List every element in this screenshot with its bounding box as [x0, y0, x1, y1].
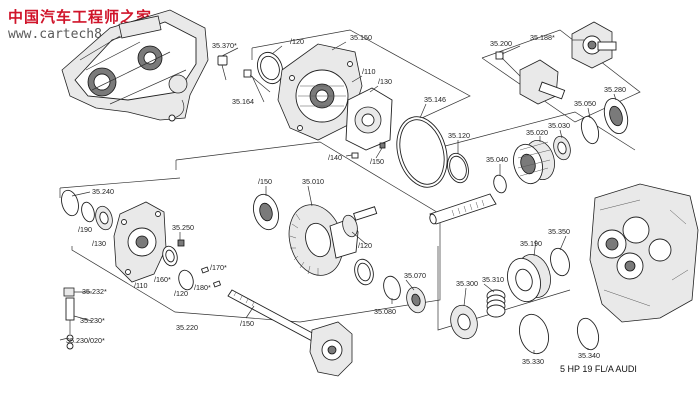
label-35030: 35.030: [548, 121, 570, 130]
group-outline-gearset: [429, 111, 636, 331]
label-130-top: /130: [378, 77, 392, 86]
label-35330: 35.330: [522, 357, 544, 366]
part-labels: 35.370* /120 35.150 /110 /130 35.164 35.…: [66, 33, 637, 374]
seal-35070-ring: [354, 258, 374, 286]
seal-35070: [406, 286, 426, 314]
pin-140: [351, 152, 359, 159]
label-35164: 35.164: [232, 97, 254, 106]
seal-35280: [603, 97, 629, 135]
label-150-top: /150: [370, 157, 384, 166]
gearbox-case-right: [589, 183, 699, 323]
label-110-left: /110: [134, 281, 147, 290]
label-35050: 35.050: [574, 99, 596, 108]
group-outline-shaft: [71, 246, 301, 323]
seal-ring-120-top: [257, 51, 283, 85]
group-outline-left: [59, 177, 181, 198]
label-35340: 35.340: [578, 351, 600, 360]
label-35080: 35.080: [374, 307, 396, 316]
snap-ring-35330: [519, 313, 549, 355]
input-shaft: [429, 193, 497, 225]
gear-35300: [450, 304, 478, 340]
leader-lines: [59, 39, 617, 354]
screw-170: [200, 266, 210, 274]
ring-35050: [580, 115, 600, 145]
label-35250: 35.250: [172, 223, 194, 232]
label-180: /180*: [194, 283, 211, 292]
ring-35240: [61, 189, 79, 217]
bearing-35020: [513, 139, 555, 185]
label-35120: 35.120: [448, 131, 470, 140]
label-110-top: /110: [362, 67, 375, 76]
label-35010: 35.010: [302, 177, 324, 186]
label-170: /170*: [210, 263, 227, 272]
screw-150-top: [379, 142, 386, 149]
sensor-35230: [63, 287, 75, 350]
label-35020: 35.020: [526, 128, 548, 137]
label-120-left: /120: [174, 289, 188, 298]
label-35230-020: 35.230/020*: [66, 336, 105, 345]
washer-35040: [493, 174, 507, 194]
bearing-130-left: [95, 205, 113, 231]
label-35370: 35.370*: [212, 41, 237, 50]
label-35240: 35.240: [92, 187, 114, 196]
bolt-35370: [217, 55, 228, 81]
watermark-title: 中国汽车工程师之家: [8, 8, 153, 26]
label-35188: 35.188*: [530, 33, 555, 42]
seal-150-diff: [252, 193, 280, 231]
flange-shaft-35200: [519, 59, 566, 105]
ring-35080: [383, 275, 401, 301]
ring-35120: [447, 152, 469, 184]
label-35280: 35.280: [604, 85, 626, 94]
label-120-top: /120: [290, 37, 304, 46]
label-35230: 35.230*: [80, 316, 105, 325]
label-35232: 35.232*: [82, 287, 107, 296]
transmission-assembly-image: [61, 9, 209, 122]
label-140: /140: [328, 153, 342, 162]
drive-shaft-35220: [227, 289, 353, 377]
transmission-cover-35150: [277, 43, 363, 141]
label-35190: 35.190: [520, 239, 542, 248]
bolt-35164: [243, 69, 271, 93]
ring-120-left: [178, 269, 194, 291]
label-160: /160*: [154, 275, 171, 284]
label-35200: 35.200: [490, 39, 512, 48]
label-35146: 35.146: [424, 95, 446, 104]
snap-ring-35340: [576, 317, 600, 351]
output-flange-35188: [571, 21, 617, 69]
label-35220: 35.220: [176, 323, 198, 332]
label-35070: 35.070: [404, 271, 426, 280]
seal-190: [81, 201, 95, 223]
label-35040: 35.040: [486, 155, 508, 164]
label-35310: 35.310: [482, 275, 504, 284]
large-seal-ring-35146: [396, 116, 448, 188]
bearing-35030: [553, 135, 571, 161]
label-130-left: /130: [92, 239, 106, 248]
seal-160: [162, 245, 178, 267]
bearing-plate-130: [345, 87, 393, 151]
label-190: /190: [78, 225, 92, 234]
bolt-35250: [177, 239, 185, 247]
label-150-diff: /150: [258, 177, 272, 186]
screw-180: [212, 280, 222, 288]
label-35300: 35.300: [456, 279, 478, 288]
side-cover-110: [113, 201, 167, 283]
ring-35350: [550, 247, 570, 277]
spring-35310: [486, 289, 506, 318]
bearing-120-diff: [342, 214, 358, 238]
label-150-shaft: /150: [240, 319, 254, 328]
label-35150: 35.150: [350, 33, 372, 42]
group-outline-housing: [251, 29, 471, 129]
label-35350: 35.350: [548, 227, 570, 236]
label-120-diff: /120: [358, 241, 372, 250]
piston-35190: [507, 253, 551, 303]
diagram-caption: 5 HP 19 FL/A AUDI: [560, 364, 637, 374]
